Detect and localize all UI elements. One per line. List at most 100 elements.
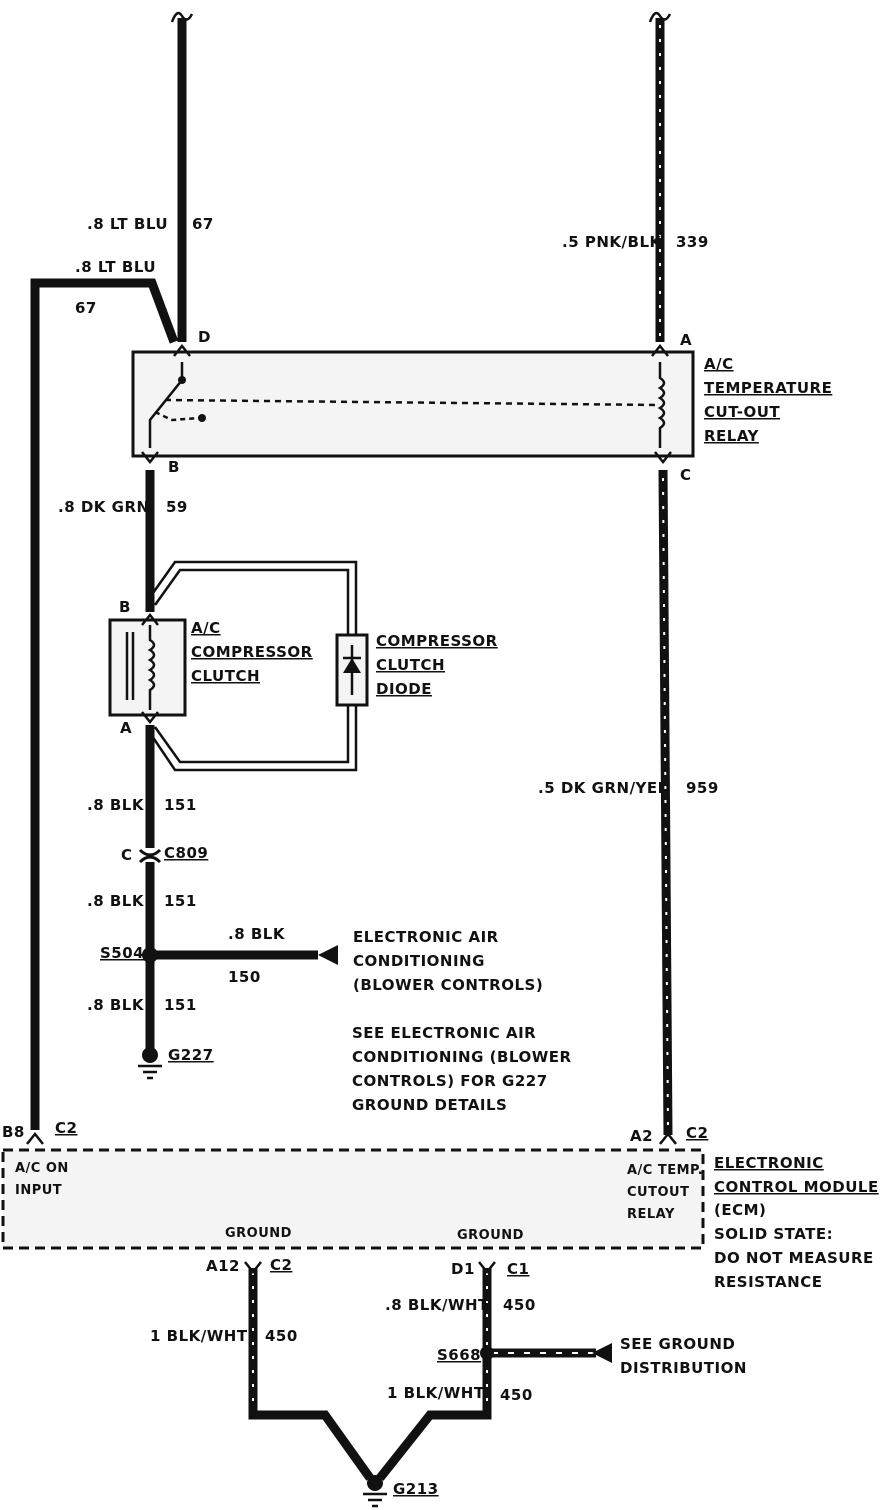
ecm-box	[1, 1148, 705, 1250]
ecm-ground-right: GROUND	[457, 1228, 524, 1243]
ecm-sub-4: RESISTANCE	[714, 1273, 822, 1291]
g227-note-4: GROUND DETAILS	[352, 1096, 507, 1114]
relay-pin-a: A	[680, 331, 692, 349]
relay-switch-contact	[178, 376, 186, 384]
c809-name: C809	[164, 844, 208, 862]
clutch-title-2: COMPRESSOR	[191, 643, 313, 661]
blower-arrow	[318, 945, 338, 965]
blower-ref-3: (BLOWER CONTROLS)	[353, 976, 543, 994]
wire-450-d1-circuit: 450	[503, 1296, 536, 1314]
clutch-title-1: A/C	[191, 619, 221, 637]
ecm-pin-a12: A12	[206, 1257, 240, 1275]
g213-label: G213	[393, 1480, 439, 1498]
g227-ground-symbol	[138, 1064, 162, 1080]
g227-note-1: SEE ELECTRONIC AIR	[352, 1024, 536, 1042]
wire-150-circuit: 150	[228, 968, 261, 986]
wire-450-a12-circuit: 450	[265, 1327, 298, 1345]
g227-ground-dot	[142, 1047, 158, 1063]
wire-break-339	[648, 11, 672, 23]
relay-pin-c: C	[680, 466, 692, 484]
relay-pin-d: D	[198, 328, 211, 346]
diode-title-2: CLUTCH	[376, 656, 445, 674]
wire-339-circuit: 339	[676, 233, 709, 251]
g213-ground-dot	[367, 1475, 383, 1491]
ecm-sub-3: DO NOT MEASURE	[714, 1249, 874, 1267]
wire-67-side	[30, 278, 179, 1130]
relay-switch-pivot	[198, 414, 206, 422]
g227-note-3: CONTROLS) FOR G227	[352, 1072, 548, 1090]
wire-151-a-circuit: 151	[164, 796, 197, 814]
ground-dist-arrow	[592, 1343, 612, 1363]
diode-bar	[343, 645, 361, 695]
clutch-title-3: CLUTCH	[191, 667, 260, 685]
diode-title-3: DIODE	[376, 680, 432, 698]
wire-151-c-circuit: 151	[164, 996, 197, 1014]
wire-959-circuit: 959	[686, 779, 719, 797]
wire-339-color: .5 PNK/BLK	[562, 233, 662, 251]
ecm-conn-a12: C2	[270, 1256, 292, 1274]
wire-450-s668-color: 1 BLK/WHT	[387, 1384, 485, 1402]
clutch-pin-b: B	[119, 598, 131, 616]
ecm-conn-d1: C1	[507, 1260, 529, 1278]
relay-coil-link	[164, 398, 661, 407]
ecm-conn-a2: C2	[686, 1124, 708, 1142]
s504-label: S504	[100, 944, 144, 962]
ecm-pin-d1-marker	[478, 1261, 496, 1275]
wire-450-s668-circuit: 450	[500, 1386, 533, 1404]
ground-dist-2: DISTRIBUTION	[620, 1359, 747, 1377]
ecm-pin-b8-marker	[26, 1131, 44, 1145]
wire-450-a12	[248, 1268, 374, 1481]
ecm-title-2: CONTROL MODULE	[714, 1178, 879, 1196]
wire-450-d1	[376, 1268, 492, 1481]
wire-150-color: .8 BLK	[228, 925, 286, 943]
g213-ground-symbol	[363, 1492, 387, 1508]
c809-connector	[138, 848, 162, 864]
s668-splice-dot	[480, 1346, 494, 1360]
ground-dist-1: SEE GROUND	[620, 1335, 735, 1353]
ecm-pin-a2-marker	[659, 1131, 677, 1145]
clutch-box	[108, 618, 187, 717]
relay-pin-c-marker	[654, 451, 672, 465]
ecm-title-1: ELECTRONIC	[714, 1154, 824, 1172]
wire-59-circuit: 59	[166, 498, 188, 516]
g227-label: G227	[168, 1046, 214, 1064]
wire-450-d1-color: .8 BLK/WHT	[385, 1296, 489, 1314]
ecm-conn-b8: C2	[55, 1119, 77, 1137]
wire-151-a-color: .8 BLK	[87, 796, 145, 814]
diode-title-1: COMPRESSOR	[376, 632, 498, 650]
wire-151-b-color: .8 BLK	[87, 892, 145, 910]
wire-67-top-circuit: 67	[192, 215, 214, 233]
relay-title-3: CUT-OUT	[704, 403, 780, 421]
clutch-plate	[125, 632, 135, 700]
ecm-pin-a2: A2	[630, 1127, 653, 1145]
clutch-pin-b-marker	[141, 612, 159, 626]
relay-switch-arm	[154, 410, 201, 422]
ecm-ac-on-1: A/C ON	[15, 1161, 69, 1176]
relay-title-1: A/C	[704, 355, 734, 373]
relay-coil	[657, 362, 666, 448]
clutch-coil	[147, 625, 156, 710]
blower-ref-2: CONDITIONING	[353, 952, 485, 970]
clutch-pin-a: A	[120, 719, 132, 737]
relay-pin-a-marker	[651, 343, 669, 357]
wire-break-67	[170, 11, 194, 23]
ecm-cutout-3: RELAY	[627, 1207, 675, 1222]
s668-label: S668	[437, 1346, 481, 1364]
s504-splice-dot	[142, 947, 158, 963]
ecm-pin-b8: B8	[2, 1123, 25, 1141]
diode-loop-bottom	[146, 705, 358, 772]
wire-959-color: .5 DK GRN/YEL	[538, 779, 668, 797]
ecm-cutout-1: A/C TEMP.	[627, 1163, 703, 1178]
wire-151-b-circuit: 151	[164, 892, 197, 910]
relay-title-2: TEMPERATURE	[704, 379, 832, 397]
diode-loop-top-inner	[153, 568, 350, 635]
diode-loop-bottom-inner	[153, 705, 350, 764]
ecm-pin-d1: D1	[451, 1260, 475, 1278]
ecm-ac-on-2: INPUT	[15, 1183, 62, 1198]
relay-title-4: RELAY	[704, 427, 760, 445]
g227-note-2: CONDITIONING (BLOWER	[352, 1048, 572, 1066]
blower-ref-1: ELECTRONIC AIR	[353, 928, 499, 946]
relay-pin-b: B	[168, 458, 180, 476]
